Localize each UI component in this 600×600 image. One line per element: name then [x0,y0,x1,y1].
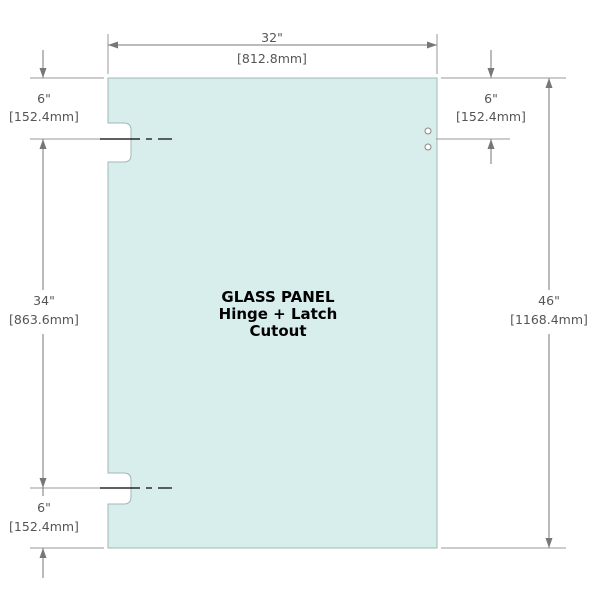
height-inches-label: 46" [538,293,560,308]
top-hinge-offset-inches: 6" [37,91,51,106]
width-inches-label: 32" [261,30,283,45]
bottom-hinge-offset-mm: [152.4mm] [9,519,79,534]
top-hinge-offset-mm: [152.4mm] [9,109,79,124]
hinge-spacing-mm: [863.6mm] [9,312,79,327]
bottom-hinge-offset-dimension [39,488,47,578]
width-mm-label: [812.8mm] [237,51,307,66]
height-dimension [545,78,553,548]
panel-title-line1: GLASS PANEL [221,288,335,306]
latch-hole-upper [424,127,432,135]
latch-offset-inches: 6" [484,91,498,106]
panel-title-line3: Cutout [249,322,306,340]
hinge-spacing-inches: 34" [33,293,55,308]
latch-hole-lower [424,143,432,151]
panel-title-line2: Hinge + Latch [219,305,338,323]
glass-panel [107,77,438,549]
latch-offset-mm: [152.4mm] [456,109,526,124]
hinge-spacing-dimension [39,139,47,488]
width-dimension [107,34,438,74]
height-mm-label: [1168.4mm] [510,312,588,327]
latch-offset-dimension [487,50,495,164]
bottom-hinge-offset-inches: 6" [37,500,51,515]
